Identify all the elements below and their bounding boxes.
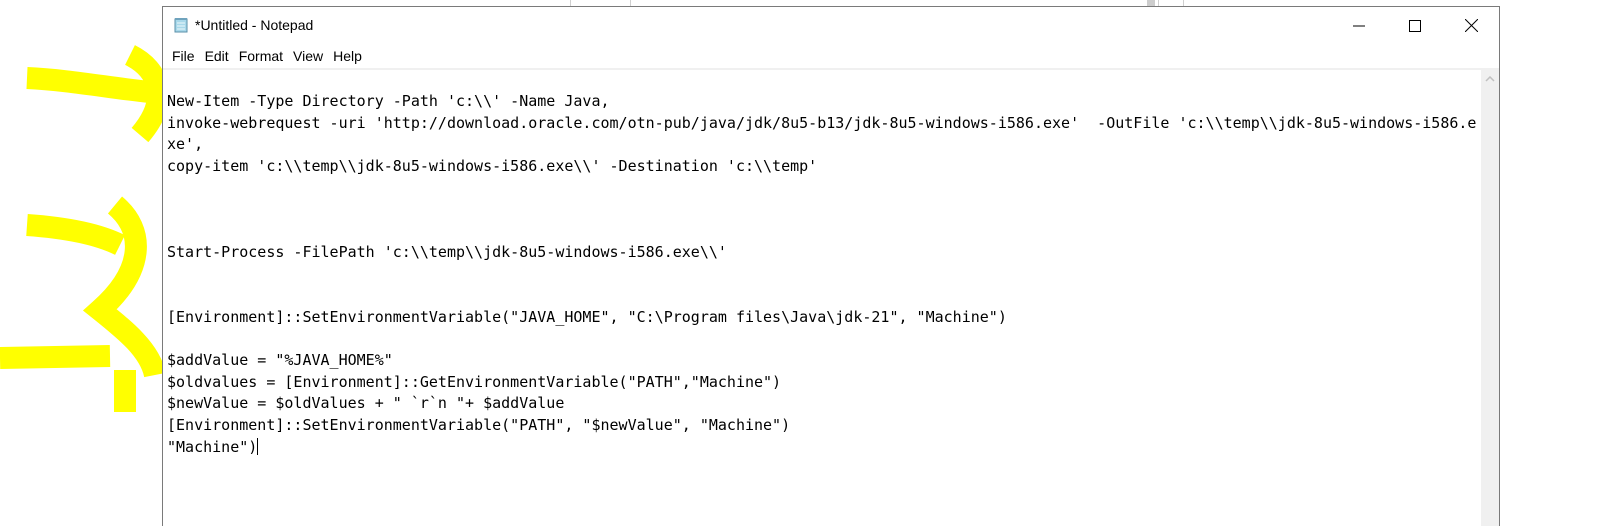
background-scrollbar-thumb (1147, 0, 1155, 6)
menu-bar: File Edit Format View Help (163, 44, 1499, 68)
minimize-icon (1353, 25, 1365, 26)
menu-file[interactable]: File (172, 48, 195, 64)
window-title: *Untitled - Notepad (195, 17, 314, 33)
close-button[interactable] (1443, 7, 1499, 44)
menu-help[interactable]: Help (333, 48, 362, 64)
notepad-window: *Untitled - Notepad File Edit Format Vie… (162, 6, 1500, 526)
notepad-icon (174, 18, 188, 33)
editor-line (167, 199, 1481, 221)
background-window-divider (630, 0, 631, 6)
editor-line (167, 329, 1481, 351)
vertical-scrollbar[interactable] (1481, 70, 1499, 526)
editor-line: Start-Process -FilePath 'c:\\temp\\jdk-8… (167, 243, 727, 262)
maximize-icon (1409, 19, 1421, 32)
minimize-button[interactable] (1331, 7, 1387, 44)
editor-line (167, 177, 1481, 199)
editor-line: $newValue = $oldValues + " `r`n "+ $addV… (167, 394, 565, 413)
editor-line (167, 264, 1481, 286)
title-bar[interactable]: *Untitled - Notepad (163, 7, 1499, 44)
annotation-arrow-bottom (0, 196, 166, 412)
editor-area: New-Item -Type Directory -Path 'c:\\' -N… (163, 68, 1499, 526)
menu-view[interactable]: View (293, 48, 324, 64)
background-window-divider (570, 0, 571, 6)
chevron-up-icon (1485, 76, 1495, 82)
editor-line (167, 221, 1481, 243)
maximize-button[interactable] (1387, 7, 1443, 44)
text-cursor (257, 437, 259, 455)
editor-line: $addValue = "%JAVA_HOME%" (167, 351, 393, 370)
editor-line (167, 285, 1481, 307)
background-window-divider (1158, 0, 1159, 6)
editor-line: $oldvalues = [Environment]::GetEnvironme… (167, 372, 782, 391)
annotation-arrow-top (26, 45, 169, 143)
editor-line: copy-item 'c:\\temp\\jdk-8u5-windows-i58… (167, 156, 818, 175)
close-icon (1464, 19, 1478, 32)
background-window-divider (1183, 0, 1184, 6)
editor-line: invoke-webrequest -uri 'http://download.… (167, 113, 1477, 154)
scroll-up-button[interactable] (1481, 70, 1499, 88)
text-editor[interactable]: New-Item -Type Directory -Path 'c:\\' -N… (167, 70, 1481, 526)
editor-line: [Environment]::SetEnvironmentVariable("J… (167, 307, 1007, 326)
annotation-arrows (0, 45, 169, 412)
editor-line: "Machine") (167, 437, 259, 456)
editor-line: New-Item -Type Directory -Path 'c:\\' -N… (167, 92, 610, 110)
menu-edit[interactable]: Edit (204, 48, 229, 64)
editor-line: [Environment]::SetEnvironmentVariable("P… (167, 415, 791, 434)
menu-format[interactable]: Format (238, 48, 284, 64)
